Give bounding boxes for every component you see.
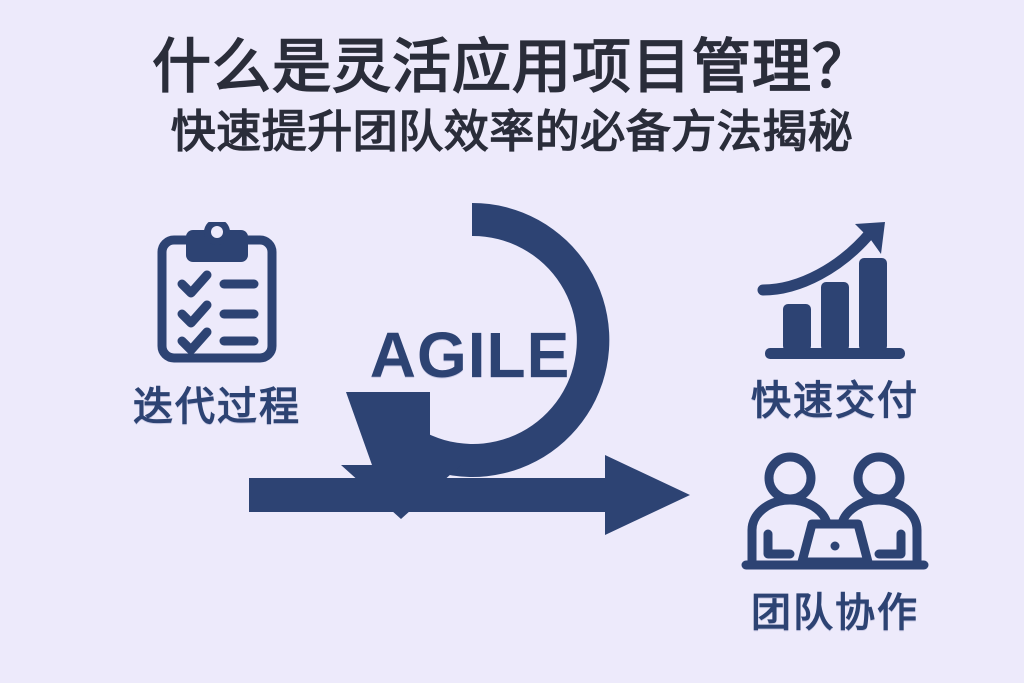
circular-arrow-cycle-icon: [249, 202, 690, 535]
item-label-collaboration: 团队协作: [751, 591, 919, 635]
growth-bar-chart-icon: [757, 222, 905, 359]
agile-word: AGILE: [369, 319, 571, 391]
item-label-delivery: 快速交付: [751, 379, 919, 423]
team-laptop-icon: [741, 452, 929, 570]
clipboard-checklist-icon: [157, 222, 277, 363]
item-label-iterative: 迭代过程: [133, 385, 301, 429]
item-fast-delivery: 快速交付: [690, 216, 980, 424]
heading-block: 什么是灵活应用项目管理？ 快速提升团队效率的必备方法揭秘: [0, 34, 1024, 158]
page-title: 什么是灵活应用项目管理？: [151, 34, 872, 100]
item-team-collaboration: 团队协作: [690, 450, 980, 636]
item-iterative-process: 迭代过程: [72, 222, 362, 430]
page-subtitle: 快速提升团队效率的必备方法揭秘: [170, 106, 854, 157]
agile-cycle-graphic: AGILE: [235, 190, 705, 540]
agile-word-wrapper: AGILE: [235, 318, 705, 392]
